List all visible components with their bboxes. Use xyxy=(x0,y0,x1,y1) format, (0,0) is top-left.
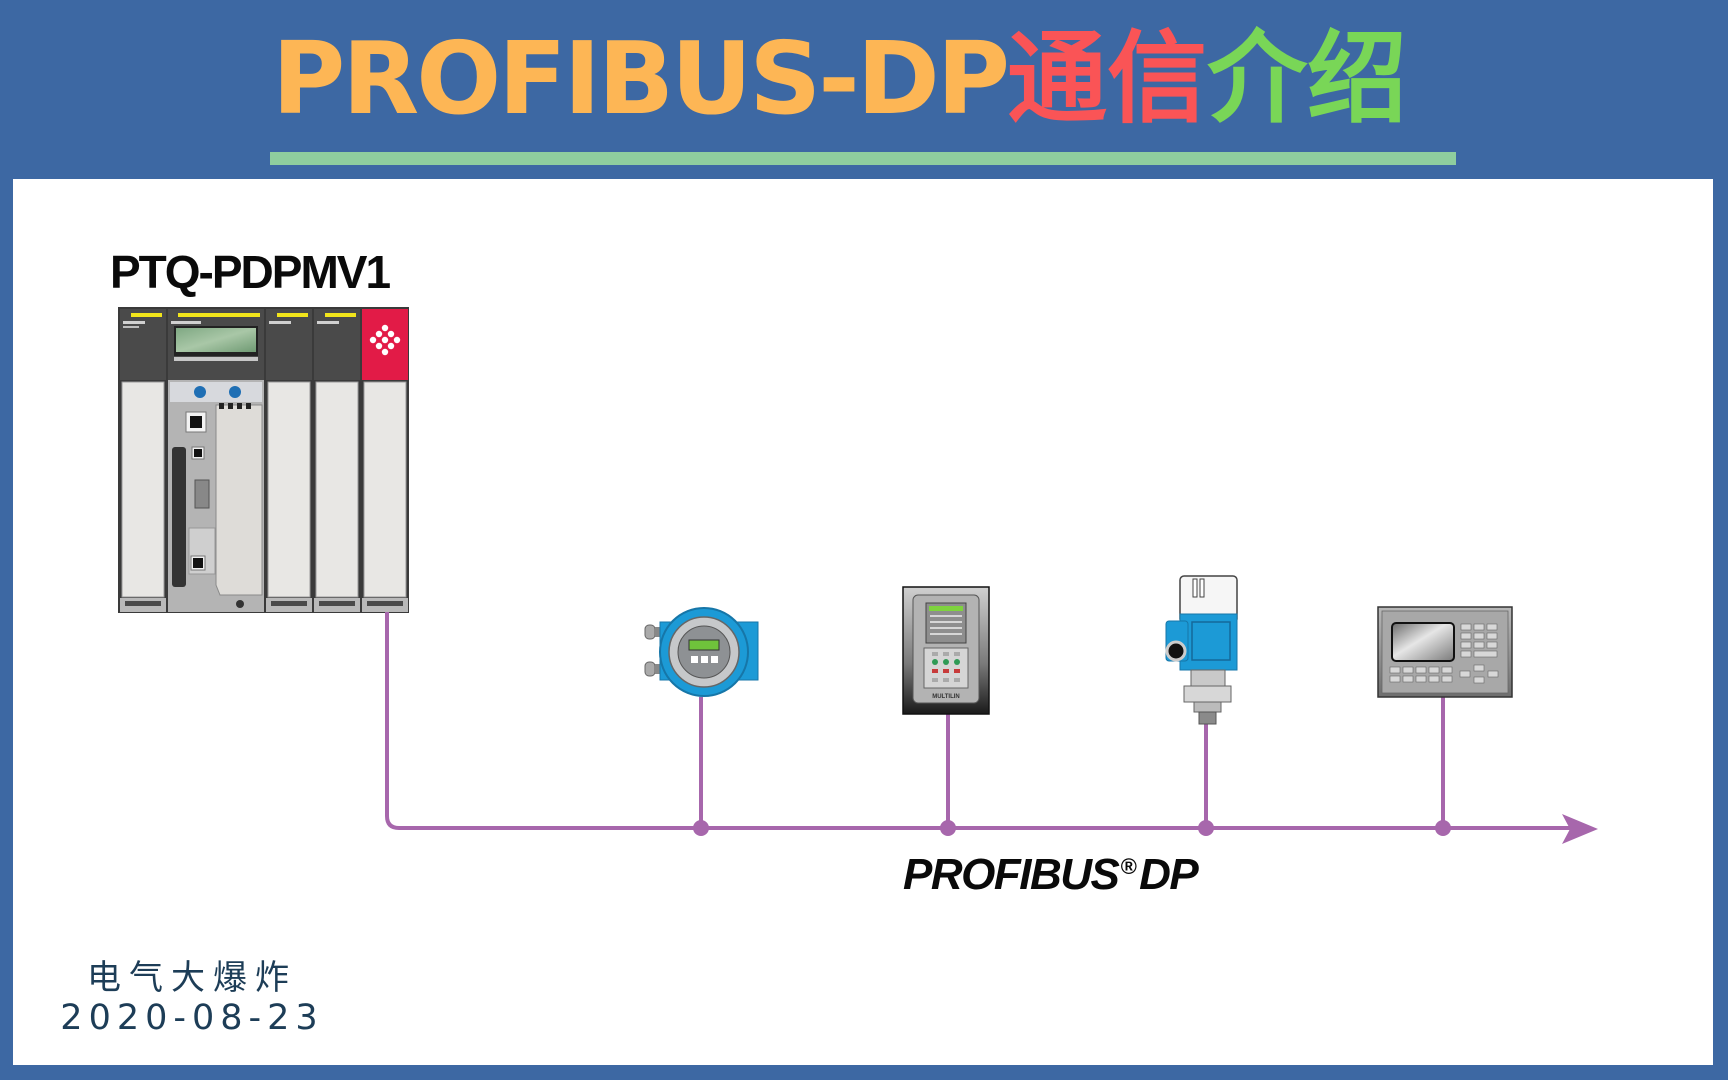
bus-label-suffix: DP xyxy=(1139,850,1199,899)
cable-guide xyxy=(172,447,186,587)
footer-author: 电气大爆炸 xyxy=(87,958,297,998)
io-module-4 xyxy=(314,309,360,612)
level-sensor-icon xyxy=(1165,575,1238,725)
node-transmitter xyxy=(693,820,709,836)
profibus-master-module xyxy=(362,309,408,612)
node-multilin xyxy=(940,820,956,836)
cpu-module xyxy=(168,309,264,612)
multilin-relay-icon: MULTILIN xyxy=(902,586,990,715)
title-cn-red: 通信 xyxy=(1007,20,1208,137)
title-cn-green: 介绍 xyxy=(1207,20,1408,137)
plc-rack xyxy=(118,307,409,613)
bus-label: PROFIBUS®DP xyxy=(903,850,1199,900)
multilin-brand: MULTILIN xyxy=(932,694,960,700)
profibus-bus xyxy=(385,612,1572,830)
bus-arrow-icon xyxy=(1562,814,1598,844)
bus-trunk xyxy=(385,612,1572,830)
io-module-1 xyxy=(120,309,166,612)
bus-label-main: PROFIBUS xyxy=(903,850,1120,899)
bus-nodes xyxy=(693,820,1451,836)
title-underline xyxy=(270,152,1456,165)
hmi-panel-icon xyxy=(1377,606,1513,698)
lcd-screen xyxy=(176,328,256,352)
status-led-2 xyxy=(229,386,241,398)
master-device-label: PTQ-PDPMV1 xyxy=(110,246,391,298)
module-logo-icon xyxy=(369,324,401,356)
footer-date: 2020-08-23 xyxy=(60,998,324,1038)
io-module-3 xyxy=(266,309,312,612)
node-level-sensor xyxy=(1198,820,1214,836)
registered-mark: ® xyxy=(1120,854,1136,879)
flow-transmitter-icon xyxy=(644,607,759,697)
title-latin: PROFIBUS-DP xyxy=(272,20,1010,137)
node-hmi xyxy=(1435,820,1451,836)
page-title: PROFIBUS-DP通信介绍 xyxy=(272,24,1407,134)
db9-port xyxy=(194,479,210,509)
status-led-1 xyxy=(194,386,206,398)
